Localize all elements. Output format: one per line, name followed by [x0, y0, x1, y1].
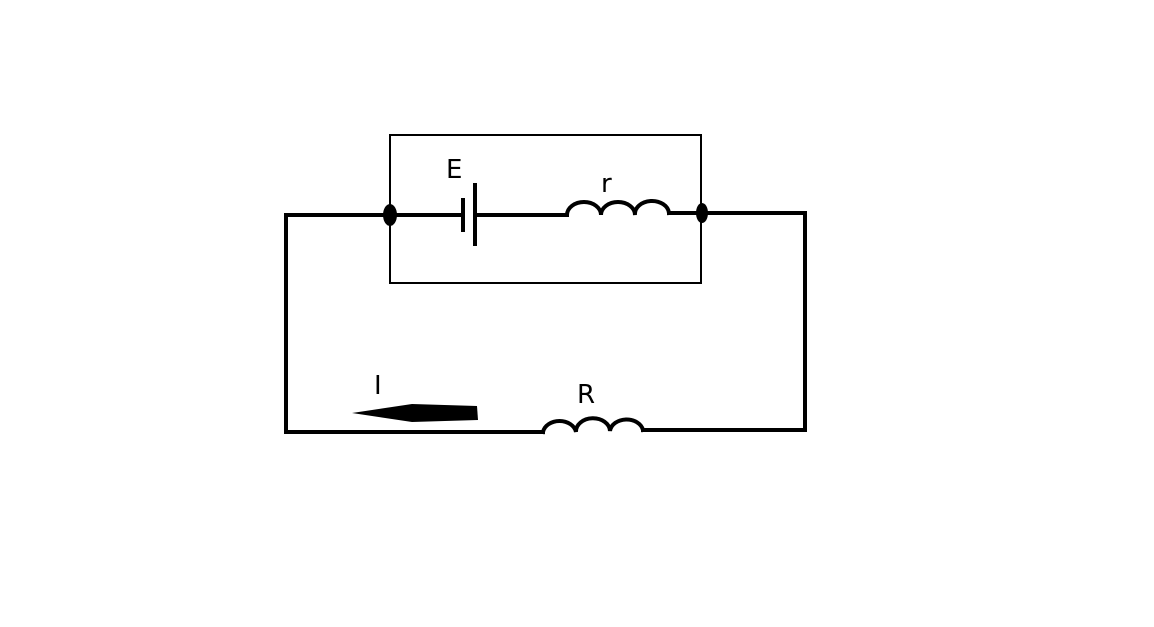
current-label: I: [374, 371, 382, 401]
junction-node-right: [696, 203, 708, 223]
source-enclosure-box: [389, 134, 702, 284]
wire-right-loop: [641, 211, 807, 432]
external-resistance-label: R: [577, 380, 595, 410]
wire-left-top: [284, 213, 545, 434]
battery-symbol: [461, 183, 477, 246]
external-resistance-coil: [540, 416, 646, 435]
junction-node-left: [383, 204, 397, 226]
emf-label: E: [446, 155, 462, 185]
internal-resistance-coil: [564, 199, 672, 218]
current-direction-arrow: [352, 404, 478, 422]
internal-resistance-label: r: [601, 169, 612, 199]
